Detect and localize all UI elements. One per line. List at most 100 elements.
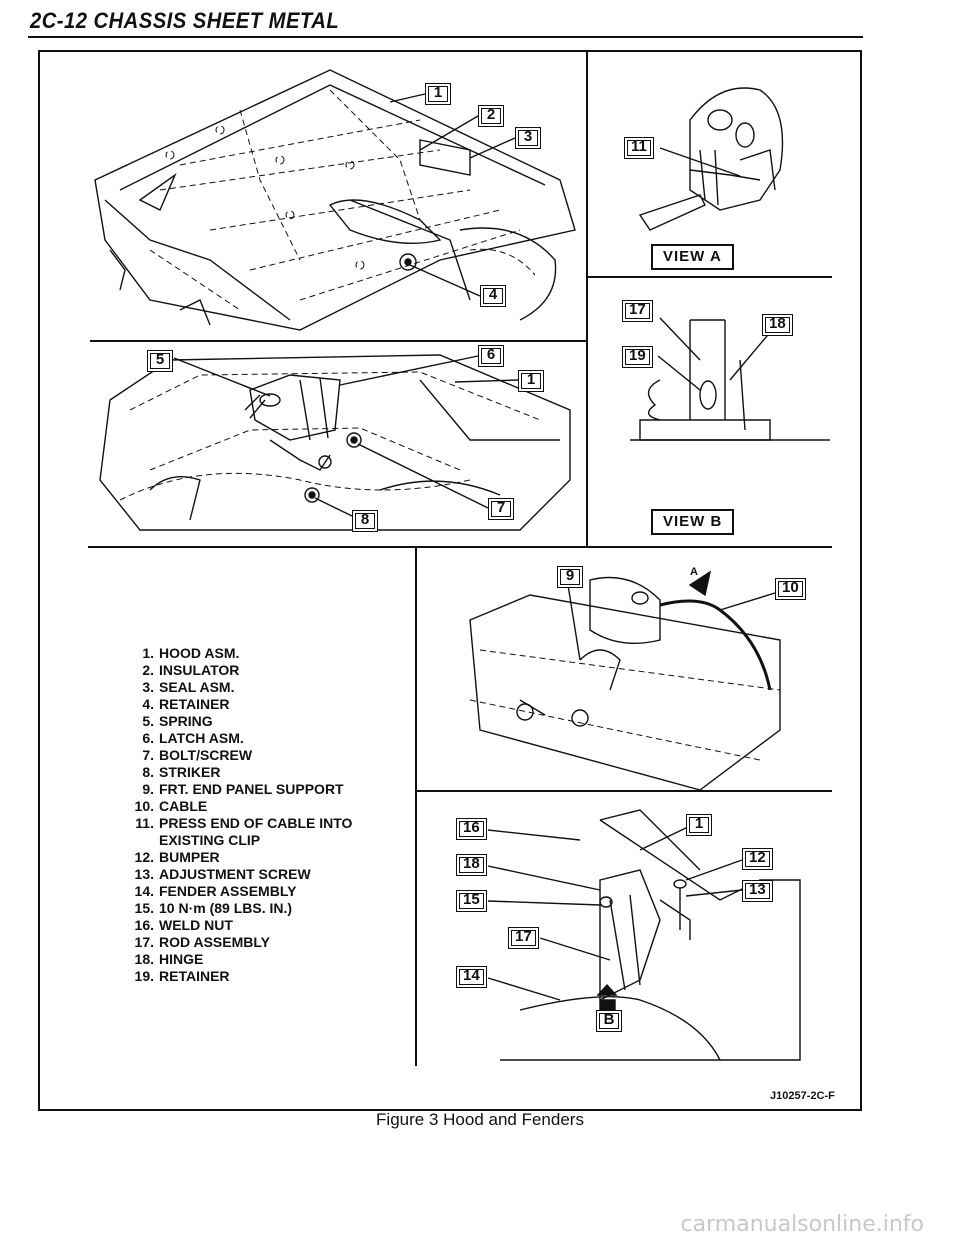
legend-number: 10. bbox=[134, 798, 154, 814]
legend-text: SEAL ASM. bbox=[159, 679, 235, 695]
legend-text: BOLT/SCREW bbox=[159, 747, 253, 763]
watermark: carmanualsonline.info bbox=[680, 1212, 924, 1237]
legend-number: 15. bbox=[134, 900, 154, 916]
callout-latch-1: 1 bbox=[518, 370, 544, 392]
callout-hinge-b: B bbox=[596, 1010, 622, 1032]
callout-hinge-15: 15 bbox=[456, 890, 487, 912]
view-a-illustration bbox=[638, 87, 784, 231]
callout-striker-9: 9 bbox=[557, 566, 583, 588]
callout-hinge-14: 14 bbox=[456, 966, 487, 988]
legend-number: 17. bbox=[134, 934, 154, 950]
legend-text: LATCH ASM. bbox=[159, 730, 244, 746]
legend-text: RETAINER bbox=[159, 696, 230, 712]
leader-lines bbox=[173, 93, 776, 1001]
legend-item: 7. BOLT/SCREW bbox=[130, 747, 420, 764]
header-rule bbox=[28, 36, 863, 38]
legend-number: 4. bbox=[142, 696, 154, 712]
legend-text: HINGE bbox=[159, 951, 204, 967]
divider-striker-hinge bbox=[415, 790, 832, 792]
hood-illustration bbox=[94, 69, 576, 331]
hinge-illustration bbox=[500, 809, 801, 1061]
callout-hood-2: 2 bbox=[478, 105, 504, 127]
striker-illustration bbox=[469, 570, 781, 791]
legend-number: 8. bbox=[142, 764, 154, 780]
legend-text: WELD NUT bbox=[159, 917, 233, 933]
divider-hood-latch bbox=[90, 340, 586, 342]
callout-hinge-1: 1 bbox=[686, 814, 712, 836]
legend-text: PRESS END OF CABLE INTO EXISTING CLIP bbox=[159, 815, 353, 848]
legend-number: 5. bbox=[142, 713, 154, 729]
legend-text: ADJUSTMENT SCREW bbox=[159, 866, 311, 882]
legend-number: 3. bbox=[142, 679, 154, 695]
callout-latch-5: 5 bbox=[147, 350, 173, 372]
legend-item: 3. SEAL ASM. bbox=[130, 679, 420, 696]
legend-item: 12. BUMPER bbox=[130, 849, 420, 866]
legend-text: STRIKER bbox=[159, 764, 221, 780]
legend-item: 13. ADJUSTMENT SCREW bbox=[130, 866, 420, 883]
legend-text: HOOD ASM. bbox=[159, 645, 240, 661]
legend-item: 19. RETAINER bbox=[130, 968, 420, 985]
legend-number: 13. bbox=[134, 866, 154, 882]
legend-item: 16. WELD NUT bbox=[130, 917, 420, 934]
callout-hood-3: 3 bbox=[515, 127, 541, 149]
callout-hinge-13: 13 bbox=[742, 880, 773, 902]
callout-latch-8: 8 bbox=[352, 510, 378, 532]
callout-latch-6: 6 bbox=[478, 345, 504, 367]
callout-hood-1: 1 bbox=[425, 83, 451, 105]
legend-text: FRT. END PANEL SUPPORT bbox=[159, 781, 344, 797]
callout-hinge-12: 12 bbox=[742, 848, 773, 870]
figure-caption: Figure 3 Hood and Fenders bbox=[376, 1110, 584, 1129]
legend-text: FENDER ASSEMBLY bbox=[159, 883, 297, 899]
callout-latch-7: 7 bbox=[488, 498, 514, 520]
latch-illustration bbox=[99, 354, 571, 531]
divider-legend bbox=[415, 546, 417, 1066]
legend-number: 12. bbox=[134, 849, 154, 865]
callout-view-b-17: 17 bbox=[622, 300, 653, 322]
view-a-label: VIEW A bbox=[651, 244, 734, 270]
page-title: 2C-12 CHASSIS SHEET METAL bbox=[30, 8, 340, 33]
legend-number: 18. bbox=[134, 951, 154, 967]
view-a-marker: A bbox=[690, 566, 698, 578]
legend-item: 17. ROD ASSEMBLY bbox=[130, 934, 420, 951]
legend-item: 4. RETAINER bbox=[130, 696, 420, 713]
legend-number: 11. bbox=[135, 815, 154, 831]
divider-right-column bbox=[586, 52, 588, 546]
legend-number: 19. bbox=[134, 968, 154, 984]
view-b-illustration bbox=[630, 319, 830, 441]
legend-text: CABLE bbox=[159, 798, 208, 814]
callout-striker-10: 10 bbox=[775, 578, 806, 600]
legend-number: 7. bbox=[142, 747, 154, 763]
legend-number: 6. bbox=[142, 730, 154, 746]
callout-hinge-17: 17 bbox=[508, 927, 539, 949]
callout-hinge-16: 16 bbox=[456, 818, 487, 840]
legend-item: 14. FENDER ASSEMBLY bbox=[130, 883, 420, 900]
legend-item: 1. HOOD ASM. bbox=[130, 645, 420, 662]
legend-item: 11. PRESS END OF CABLE INTO EXISTING CLIP bbox=[130, 815, 420, 849]
view-b-label: VIEW B bbox=[651, 509, 735, 535]
callout-hood-4: 4 bbox=[480, 285, 506, 307]
legend-item: 9. FRT. END PANEL SUPPORT bbox=[130, 781, 420, 798]
legend-item: 2. INSULATOR bbox=[130, 662, 420, 679]
callout-hinge-18: 18 bbox=[456, 854, 487, 876]
figure-frame bbox=[38, 50, 862, 1111]
legend-text: BUMPER bbox=[159, 849, 220, 865]
legend-text: 10 N·m (89 LBS. IN.) bbox=[159, 900, 293, 916]
callout-view-b-19: 19 bbox=[622, 346, 653, 368]
legend-text: RETAINER bbox=[159, 968, 230, 984]
legend-number: 9. bbox=[142, 781, 154, 797]
legend-number: 16. bbox=[134, 917, 154, 933]
figure-id: J10257-2C-F bbox=[770, 1090, 835, 1102]
legend-item: 15. 10 N·m (89 LBS. IN.) bbox=[130, 900, 420, 917]
legend-item: 5.SPRING bbox=[130, 713, 420, 730]
legend-text: ROD ASSEMBLY bbox=[159, 934, 270, 950]
legend-item: 8. STRIKER bbox=[130, 764, 420, 781]
legend-number: 14. bbox=[134, 883, 154, 899]
legend-item: 18. HINGE bbox=[130, 951, 420, 968]
legend-item: 6. LATCH ASM. bbox=[130, 730, 420, 747]
legend-number: 1. bbox=[142, 645, 154, 661]
legend-text: INSULATOR bbox=[159, 662, 240, 678]
callout-view-a-11: 11 bbox=[624, 137, 654, 159]
legend-item: 10. CABLE bbox=[130, 798, 420, 815]
legend-number: 2. bbox=[142, 662, 154, 678]
